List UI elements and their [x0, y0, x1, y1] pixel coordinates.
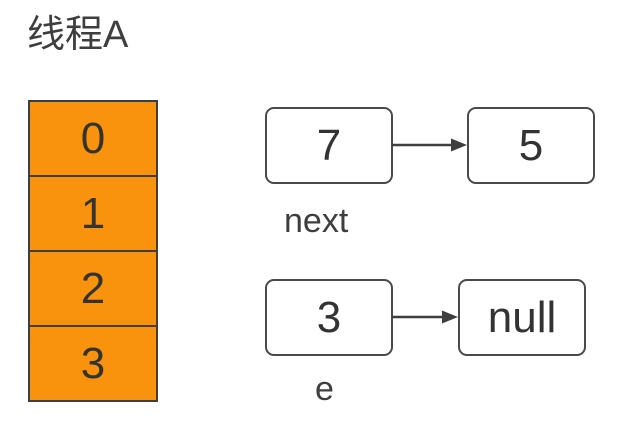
arrow-right-icon [392, 310, 458, 324]
arrow-right-icon [392, 138, 467, 152]
e-pointer-label: e [315, 370, 334, 408]
array-cell-3: 3 [28, 325, 158, 402]
array-cell-1: 1 [28, 175, 158, 252]
hash-bucket-array: 0 1 2 3 [28, 100, 158, 402]
e-head-node: 3 [265, 279, 393, 356]
thread-title: 线程A [27, 14, 129, 56]
next-pointer-label: next [284, 202, 349, 240]
next-tail-node: 5 [467, 107, 595, 184]
e-null-node: null [458, 279, 586, 356]
array-cell-0: 0 [28, 100, 158, 177]
next-head-node: 7 [265, 107, 393, 184]
array-cell-2: 2 [28, 250, 158, 327]
